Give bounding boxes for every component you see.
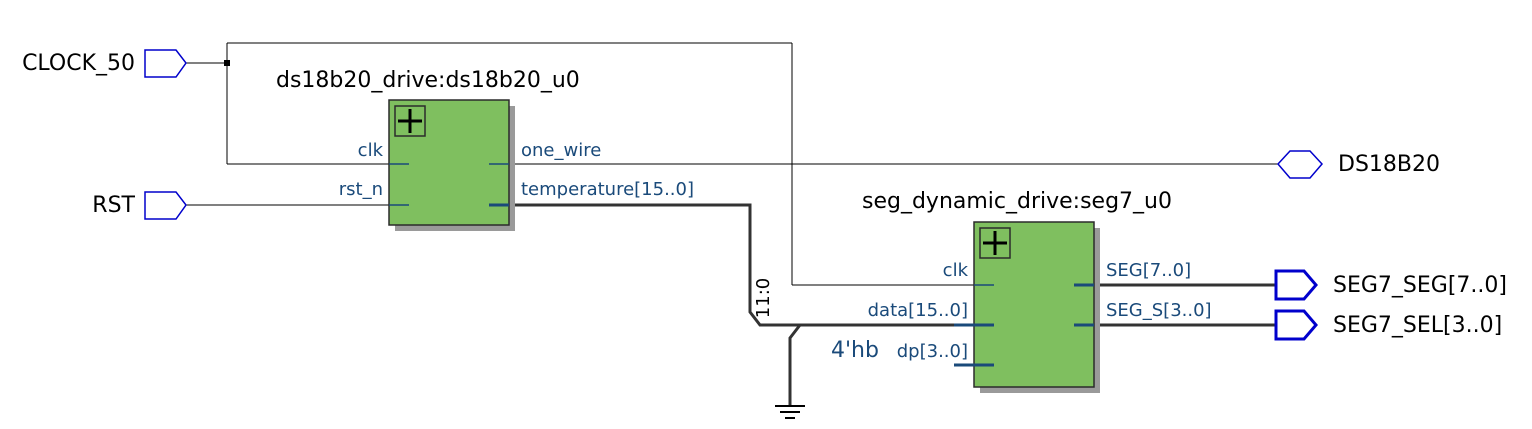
- plus-icon[interactable]: [394, 105, 426, 137]
- ds18b20-port[interactable]: [1276, 150, 1324, 179]
- ds18b20-temperature-label: temperature[15..0]: [521, 179, 694, 200]
- ds18b20-rst-n-label: rst_n: [339, 179, 383, 200]
- seg7-seg-s-label-pin: SEG_S[3..0]: [1106, 300, 1212, 321]
- temperature-bus[interactable]: [510, 203, 975, 327]
- bus-slice-label: 11:0: [753, 278, 774, 318]
- clock-50-label: CLOCK_50: [22, 51, 135, 76]
- seg7-dp-label: dp[3..0]: [897, 341, 968, 362]
- seg7-clk-label: clk: [943, 260, 969, 281]
- ds18b20-label: DS18B20: [1338, 152, 1440, 177]
- ds18b20-instance-name: ds18b20_drive:ds18b20_u0: [276, 68, 580, 93]
- seg7-instance-name: seg_dynamic_drive:seg7_u0: [862, 189, 1172, 214]
- constant-label: 4'hb: [831, 338, 879, 363]
- ds18b20-one-wire-label: one_wire: [521, 140, 601, 161]
- rst-label: RST: [92, 193, 135, 218]
- clock-net-junction: [224, 60, 230, 66]
- clock-50-port[interactable]: [144, 49, 187, 78]
- seg7-seg-label-pin: SEG[7..0]: [1106, 260, 1191, 281]
- plus-icon[interactable]: [979, 227, 1011, 259]
- ds18b20-clk-label: clk: [358, 140, 384, 161]
- seg7-sel-label: SEG7_SEL[3..0]: [1333, 313, 1502, 338]
- seg7-block[interactable]: [973, 221, 1095, 388]
- seg7-seg-port[interactable]: [1274, 269, 1318, 301]
- constant-ground-net[interactable]: [788, 324, 802, 405]
- seg7-sel-port[interactable]: [1274, 309, 1318, 341]
- seg7-data-label: data[15..0]: [868, 300, 968, 321]
- seg7-seg-label: SEG7_SEG[7..0]: [1333, 273, 1507, 298]
- ground-icon: [775, 405, 805, 419]
- rst-port[interactable]: [144, 191, 187, 220]
